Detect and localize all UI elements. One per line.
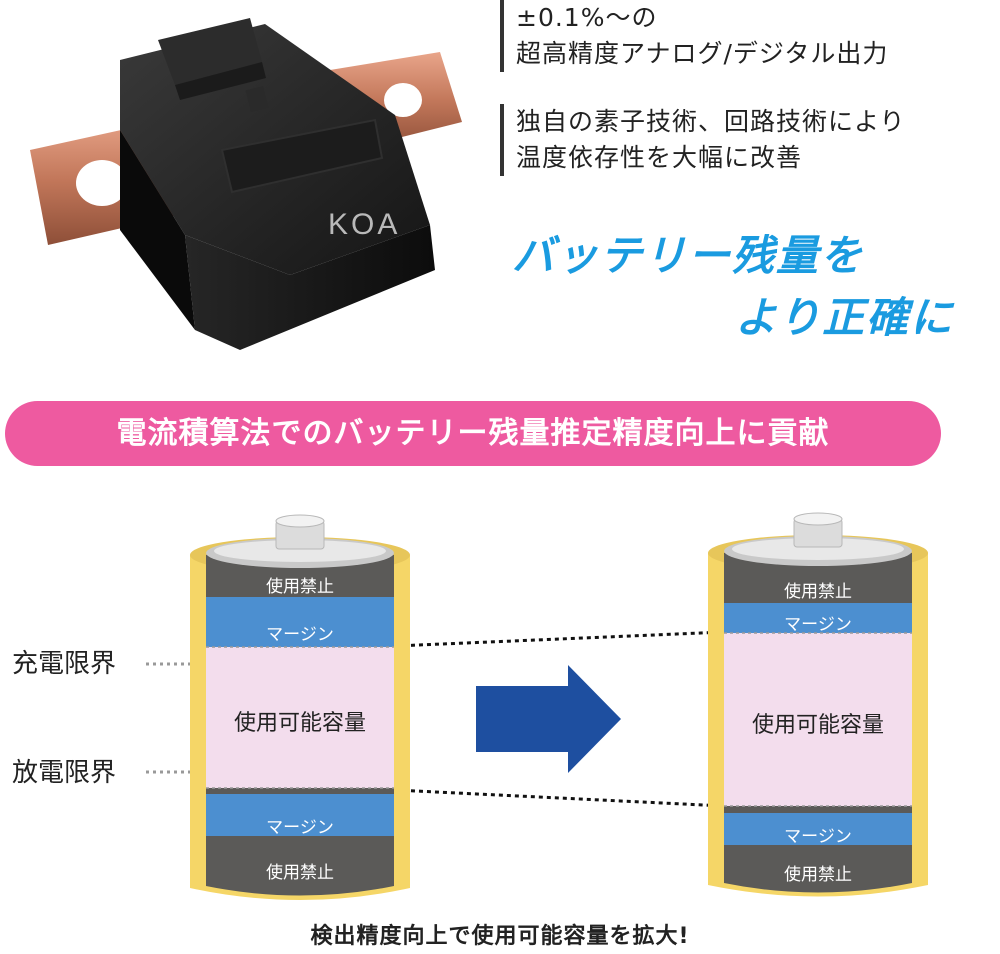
after-bottom-margin: マージン xyxy=(784,827,852,847)
lower-connector-line xyxy=(394,788,725,808)
battery-before-labels: 使用禁止 マージン 使用可能容量 マージン 使用禁止 xyxy=(206,0,394,954)
battery-before-capacity xyxy=(206,647,394,788)
after-top-margin: マージン xyxy=(784,615,852,635)
connector-block xyxy=(158,18,262,85)
before-capacity: 使用可能容量 xyxy=(233,711,366,736)
tagline-line2: より正確に xyxy=(735,293,955,342)
feature-accuracy-line2: 超高精度アナログ/デジタル出力 xyxy=(516,39,889,68)
footer-caption: 検出精度向上で使用可能容量を拡大! xyxy=(310,924,690,949)
upper-connector-line xyxy=(394,630,725,648)
battery-after-bottom-margin xyxy=(724,813,912,845)
battery-after xyxy=(708,512,928,897)
battery-before xyxy=(190,514,410,900)
product-image: KOA xyxy=(30,18,462,350)
label-pad xyxy=(220,118,384,194)
battery-after-labels: 使用禁止 マージン 使用可能容量 マージン 使用禁止 xyxy=(724,0,912,954)
after-capacity: 使用可能容量 xyxy=(751,713,884,738)
feature-temperature: 独自の素子技術、回路技術により 温度依存性を大幅に改善 xyxy=(500,104,906,176)
feature-accuracy-line1: ±0.1%～の xyxy=(516,3,658,32)
koa-logo: KOA xyxy=(328,208,400,241)
before-top-forbidden: 使用禁止 xyxy=(266,577,334,597)
after-bottom-forbidden: 使用禁止 xyxy=(784,865,852,885)
battery-after-capacity xyxy=(724,633,912,806)
battery-after-top-margin xyxy=(724,603,912,633)
right-terminal-hole xyxy=(384,83,422,117)
feature-temperature-line2: 温度依存性を大幅に改善 xyxy=(516,143,803,172)
before-bottom-forbidden: 使用禁止 xyxy=(266,863,334,883)
battery-before-top-margin xyxy=(206,597,394,647)
after-top-forbidden: 使用禁止 xyxy=(784,582,852,602)
sensor-body-front xyxy=(185,225,435,350)
before-bottom-margin: マージン xyxy=(266,818,334,838)
improvement-arrow xyxy=(476,665,621,773)
battery-before-bottom-margin xyxy=(206,794,394,836)
left-terminal-hole xyxy=(76,160,128,206)
feature-temperature-line1: 独自の素子技術、回路技術により xyxy=(516,107,906,136)
tagline-line1: バッテリー残量を xyxy=(512,231,865,280)
feature-accuracy: ±0.1%～の 超高精度アナログ/デジタル出力 xyxy=(500,0,888,72)
charge-limit-label: 充電限界 xyxy=(12,649,117,679)
before-top-margin: マージン xyxy=(266,625,334,645)
discharge-limit-label: 放電限界 xyxy=(12,758,117,788)
contribution-banner: 電流積算法でのバッテリー残量推定精度向上に貢献 xyxy=(5,401,941,466)
